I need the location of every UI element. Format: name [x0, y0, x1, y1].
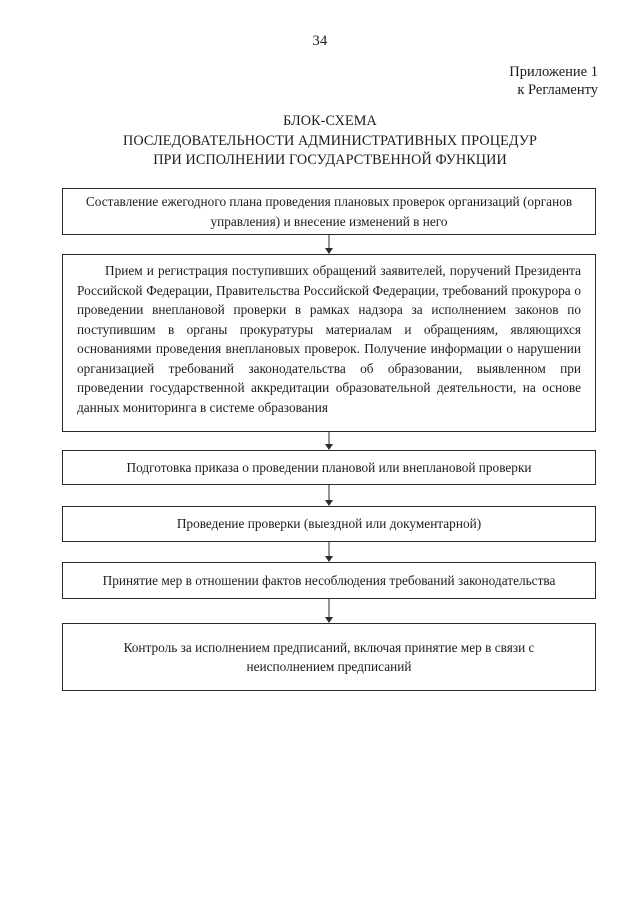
flow-arrow-down — [62, 599, 596, 623]
flow-node-label: Проведение проверки (выездной или докуме… — [176, 516, 482, 532]
title-line-2: ПОСЛЕДОВАТЕЛЬНОСТИ АДМИНИСТРАТИВНЫХ ПРОЦ… — [123, 132, 537, 149]
flow-node-label: Подготовка приказа о проведении плановой… — [126, 459, 532, 475]
appendix-line-1: Приложение 1 — [509, 64, 598, 80]
arrow-head-icon — [325, 556, 333, 562]
flow-node-label: Прием и регистрация поступивших обращени… — [77, 263, 581, 415]
flow-node-control-execution: Контроль за исполнением предписаний, вкл… — [62, 623, 596, 691]
arrow-stem — [328, 485, 330, 500]
title-line-1: БЛОК-СХЕМА — [283, 113, 377, 129]
arrow-head-icon — [325, 500, 333, 506]
flowchart: Составление ежегодного плана проведения … — [62, 188, 596, 691]
document-title: БЛОК-СХЕМА ПОСЛЕДОВАТЕЛЬНОСТИ АДМИНИСТРА… — [20, 112, 640, 171]
appendix-reference: Приложение 1 к Регламенту — [509, 63, 598, 99]
flow-node-order-preparation: Подготовка приказа о проведении плановой… — [62, 450, 596, 485]
flow-arrow-down — [62, 542, 596, 562]
arrow-head-icon — [325, 617, 333, 623]
flow-node-label: Принятие мер в отношении фактов несоблюд… — [102, 572, 556, 588]
flow-node-conduct-inspection: Проведение проверки (выездной или докуме… — [62, 506, 596, 542]
flow-node-annual-plan: Составление ежегодного плана проведения … — [62, 188, 596, 235]
title-line-3: ПРИ ИСПОЛНЕНИИ ГОСУДАРСТВЕННОЙ ФУНКЦИИ — [153, 152, 507, 168]
arrow-stem — [328, 542, 330, 556]
arrow-stem — [328, 432, 330, 444]
flow-node-label: Составление ежегодного плана проведения … — [85, 194, 573, 229]
flow-arrow-down — [62, 485, 596, 506]
flow-node-intake-registration: Прием и регистрация поступивших обращени… — [62, 254, 596, 432]
flow-node-label: Контроль за исполнением предписаний, вкл… — [123, 639, 535, 675]
appendix-line-2: к Регламенту — [517, 82, 598, 98]
arrow-stem — [328, 599, 330, 617]
flow-arrow-down — [62, 432, 596, 450]
page-number: 34 — [312, 33, 328, 49]
arrow-head-icon — [325, 444, 333, 450]
arrow-head-icon — [325, 248, 333, 254]
arrow-stem — [328, 235, 330, 248]
flow-node-measures-violations: Принятие мер в отношении фактов несоблюд… — [62, 562, 596, 599]
flow-arrow-down — [62, 235, 596, 254]
